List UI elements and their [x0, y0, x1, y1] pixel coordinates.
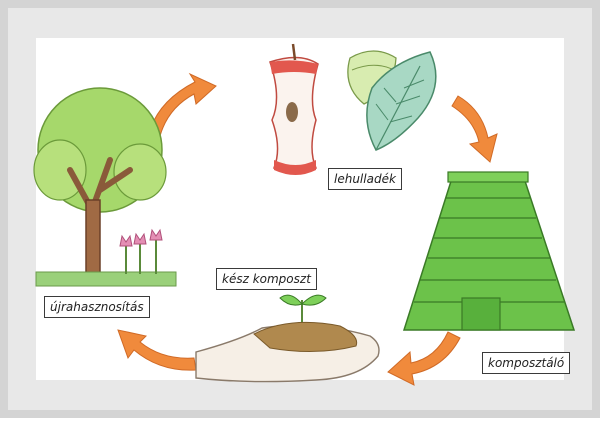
grass-strip — [36, 272, 176, 286]
label-reuse: újrahasznosítás — [44, 296, 150, 318]
label-compost-bin: komposztáló — [482, 352, 570, 374]
apple-core-illustration — [270, 44, 318, 175]
label-finished-compost: kész komposzt — [216, 268, 317, 290]
label-leaf-litter: lehulladék — [328, 168, 402, 190]
